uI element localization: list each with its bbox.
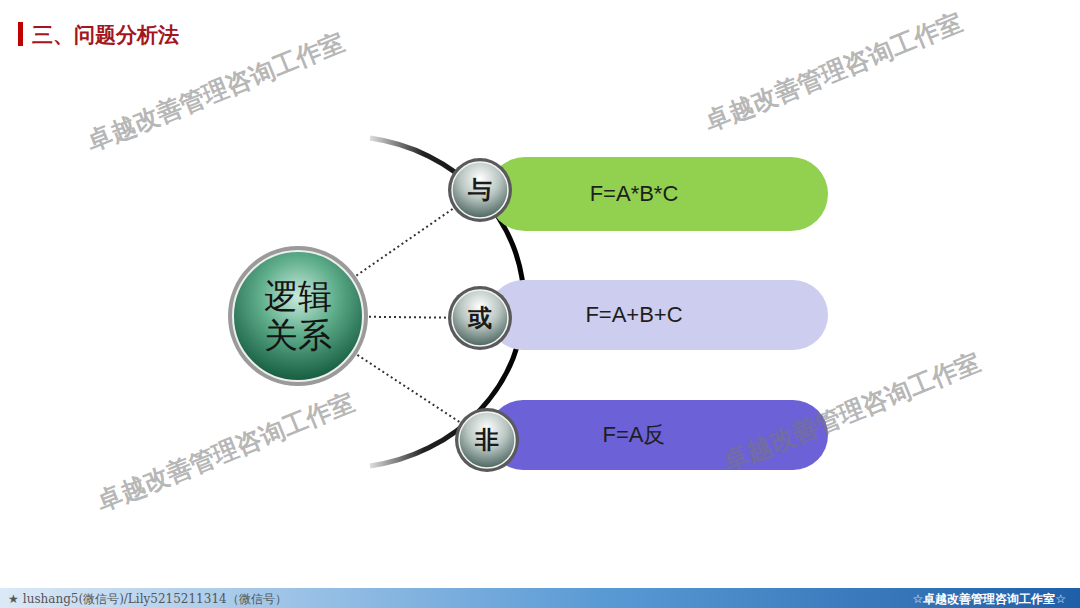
pill [488, 157, 828, 231]
ring [448, 158, 512, 222]
logic-label: 非 [475, 424, 499, 456]
footer-contact: ★ lushang5(微信号)/Lily5215211314（微信号） [8, 591, 287, 608]
disc [452, 162, 508, 218]
pill [488, 400, 828, 470]
formula-text: F=A+B+C [585, 302, 682, 328]
disc [233, 251, 363, 381]
logic-circle: 非 [454, 407, 520, 473]
formula-bar: F=A反 [488, 400, 828, 470]
disc [459, 412, 515, 468]
logic-circle: 或 [447, 285, 513, 351]
formula-text: F=A反 [603, 420, 666, 450]
formula-text: F=A*B*C [590, 181, 679, 207]
center-label: 逻辑关系 [262, 277, 333, 355]
watermark: 卓越改善管理咨询工作室 [700, 5, 967, 139]
title-bar [18, 22, 23, 46]
footer-studio: ☆卓越改善管理咨询工作室☆ [912, 591, 1066, 608]
slide-title: 三、问题分析法 [32, 21, 179, 49]
logic-label: 与 [468, 174, 492, 206]
ring [228, 246, 368, 386]
ring [448, 286, 512, 350]
dotted-connector [369, 316, 447, 319]
ring [455, 408, 519, 472]
disc [452, 290, 508, 346]
logic-circle: 与 [447, 157, 513, 223]
dotted-connector [357, 355, 459, 422]
pill [488, 280, 828, 350]
formula-bar: F=A*B*C [488, 157, 828, 231]
footer-bar [0, 588, 1080, 608]
formula-bar: F=A+B+C [488, 280, 828, 350]
logic-label: 或 [468, 302, 492, 334]
center-circle: 逻辑关系 [227, 245, 369, 387]
dotted-connector [356, 209, 452, 276]
watermark: 卓越改善管理咨询工作室 [92, 385, 359, 519]
